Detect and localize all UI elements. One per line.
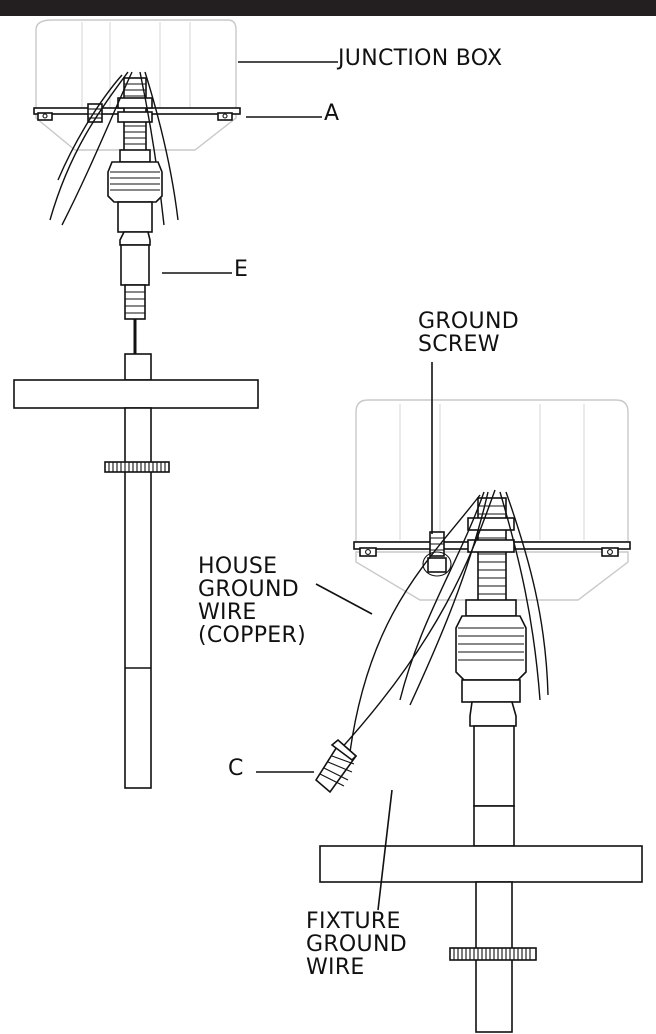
label-a: A bbox=[324, 101, 340, 126]
threaded-nipple-right bbox=[465, 497, 517, 617]
label-fixture-ground-wire-line-1: FIXTURE bbox=[306, 909, 401, 934]
label-house-ground-wire-line-1: HOUSE bbox=[198, 554, 278, 579]
left-assembly bbox=[13, 19, 259, 789]
threaded-nipple-left bbox=[117, 77, 153, 163]
label-ground-screw-line-2: SCREW bbox=[418, 332, 500, 357]
wires-right bbox=[337, 489, 549, 753]
wires-left bbox=[49, 71, 179, 226]
leader-house-ground bbox=[315, 583, 373, 615]
leader-fixture-ground bbox=[377, 789, 393, 911]
label-house-ground-wire: HOUSE GROUND WIRE (COPPER) bbox=[198, 555, 306, 647]
label-junction-box: JUNCTION BOX bbox=[338, 46, 503, 71]
label-fixture-ground-wire-line-2: GROUND bbox=[306, 932, 407, 957]
coupler-right bbox=[455, 615, 527, 847]
canopy-right bbox=[319, 845, 643, 1033]
label-house-ground-wire-line-4: (COPPER) bbox=[198, 623, 306, 648]
label-e: E bbox=[234, 257, 249, 282]
connector-e bbox=[119, 231, 151, 354]
label-ground-screw-line-1: GROUND bbox=[418, 309, 519, 334]
label-c: C bbox=[228, 756, 244, 781]
label-fixture-ground-wire-line-3: WIRE bbox=[306, 955, 365, 980]
top-bar bbox=[0, 0, 656, 16]
label-house-ground-wire-line-3: WIRE bbox=[198, 600, 257, 625]
leader-lines bbox=[162, 61, 433, 911]
wire-nut-c bbox=[314, 738, 358, 794]
label-ground-screw: GROUND SCREW bbox=[418, 310, 519, 356]
label-fixture-ground-wire: FIXTURE GROUND WIRE bbox=[306, 910, 407, 979]
canopy-left bbox=[13, 353, 259, 789]
right-assembly bbox=[314, 399, 643, 1033]
coupler-left bbox=[107, 161, 163, 233]
label-house-ground-wire-line-2: GROUND bbox=[198, 577, 299, 602]
